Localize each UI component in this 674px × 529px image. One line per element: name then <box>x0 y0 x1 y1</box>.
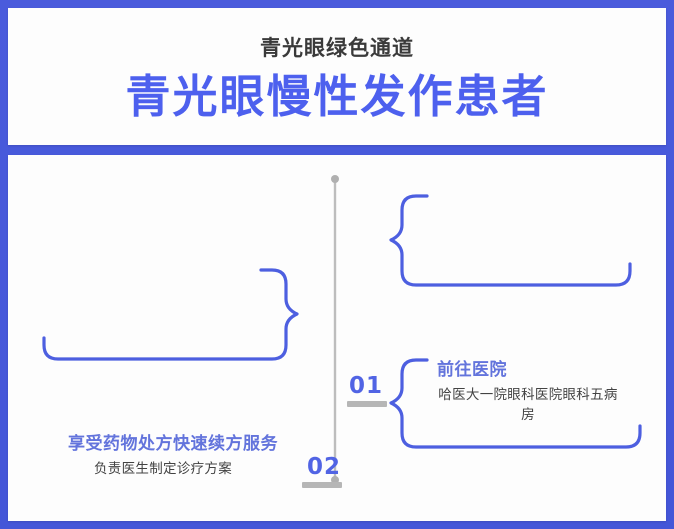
step-01-number: 01 <box>349 373 384 399</box>
step-02-underline <box>302 482 342 488</box>
step-01-desc: 哈医大一院眼科医院眼科五病房 <box>438 386 618 423</box>
header-subtitle: 青光眼绿色通道 <box>260 36 414 60</box>
step-01-underline <box>347 401 387 407</box>
step-01-brace <box>389 194 632 287</box>
step-02-text: 享受药物处方快速续方服务 负责医生制定诊疗方案 <box>48 433 278 480</box>
step-02-desc: 负责医生制定诊疗方案 <box>94 460 232 477</box>
step-02-number: 02 <box>307 454 342 480</box>
page-title: 青光眼慢性发作患者 <box>125 70 549 123</box>
step-02-brace <box>42 268 299 361</box>
timeline-dot-top <box>331 175 339 183</box>
steps-panel: 01 前往医院 哈医大一院眼科医院眼科五病房 02 享受药物处方快速续方服务 负… <box>8 155 666 521</box>
step-01-title: 前往医院 <box>437 360 507 380</box>
step-02-title: 享受药物处方快速续方服务 <box>68 434 278 454</box>
step-01-text: 前往医院 哈医大一院眼科医院眼科五病房 <box>433 359 623 425</box>
header-panel: 青光眼绿色通道 青光眼慢性发作患者 <box>8 8 666 145</box>
